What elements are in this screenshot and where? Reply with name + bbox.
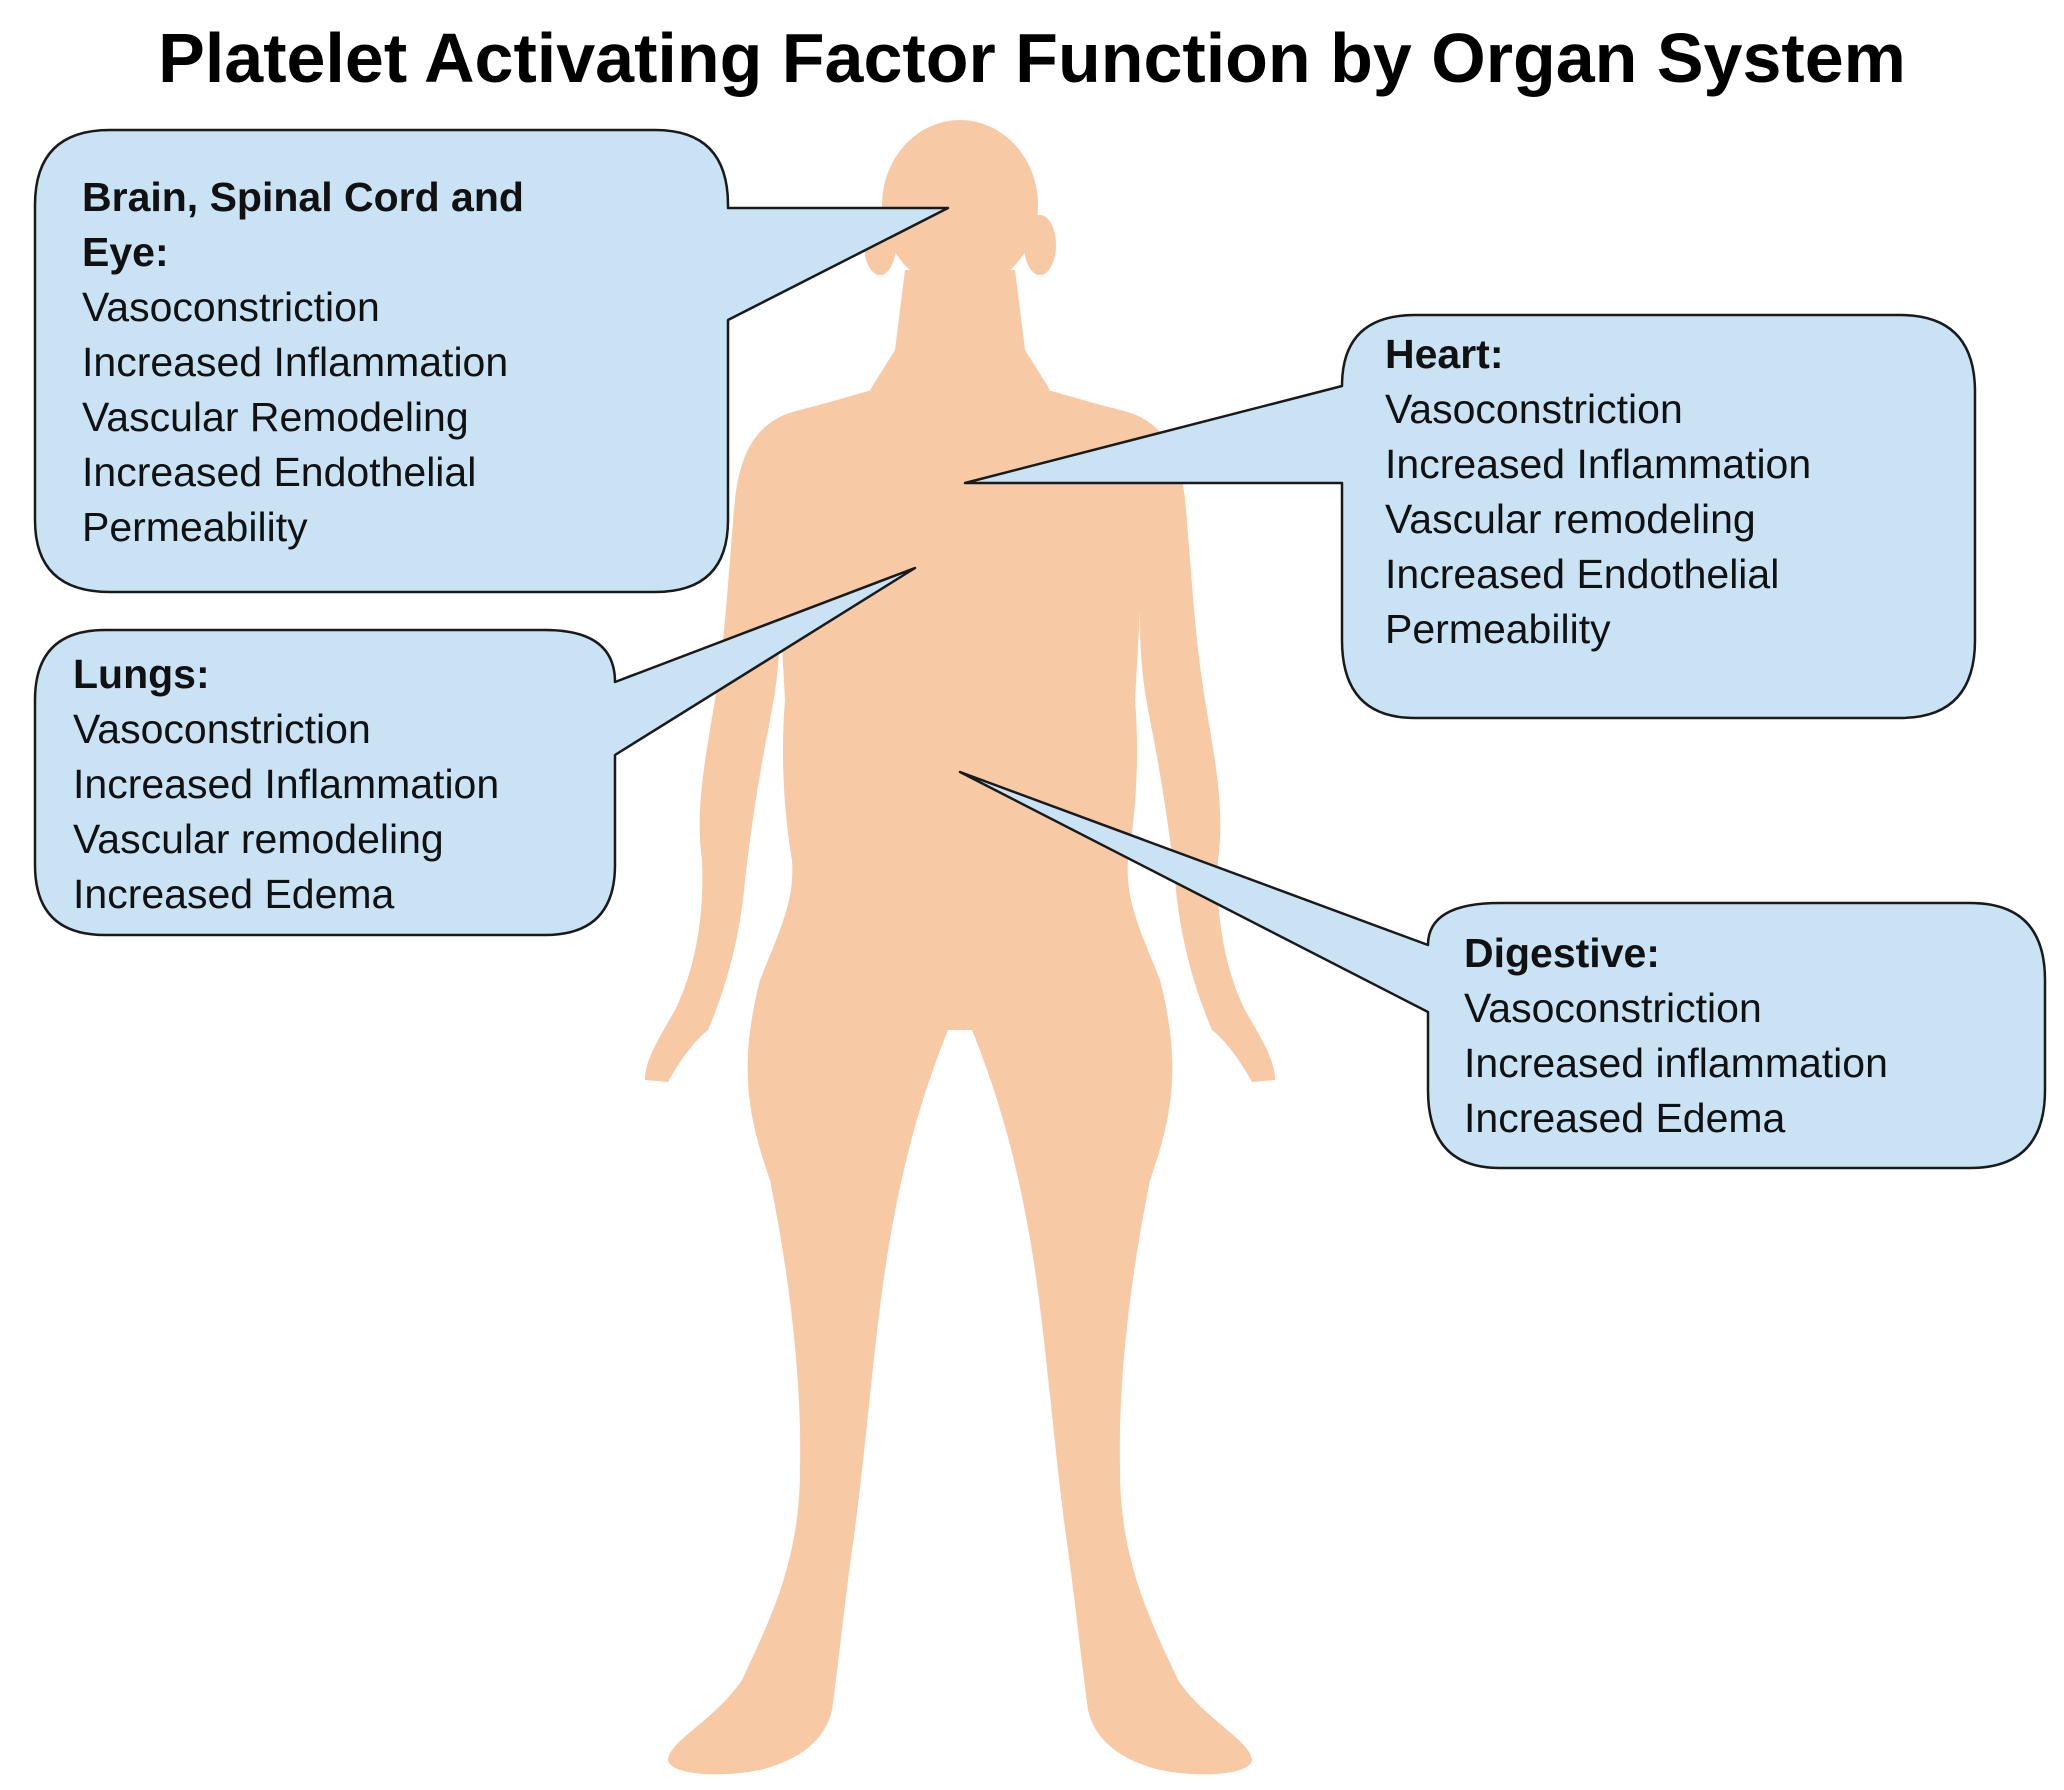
callout-brain: Brain, Spinal Cord and Eye: Vasoconstric…: [82, 170, 524, 555]
callout-item: Increased inflammation: [1464, 1040, 1888, 1086]
callout-item: Vasoconstriction: [1464, 985, 1762, 1031]
callout-heading: Brain, Spinal Cord and: [82, 174, 524, 220]
callout-item: Permeability: [82, 504, 308, 550]
callout-item: Vascular remodeling: [73, 816, 444, 862]
callout-item: Permeability: [1385, 606, 1611, 652]
callout-item: Vasoconstriction: [73, 706, 371, 752]
head-shape: [882, 120, 1038, 290]
callout-lungs: Lungs: Vasoconstriction Increased Inflam…: [73, 647, 499, 922]
torso-shape: [645, 375, 1275, 1775]
callout-digestive-shape: [958, 770, 2047, 1170]
callout-item: Vasoconstriction: [82, 284, 380, 330]
callout-item: Increased Endothelial: [1385, 551, 1780, 597]
callout-item: Increased Inflammation: [1385, 441, 1812, 487]
callout-brain-shape: [33, 128, 950, 594]
callout-item: Increased Inflammation: [82, 339, 509, 385]
callout-heart: Heart: Vasoconstriction Increased Inflam…: [1385, 327, 1811, 657]
callout-heading: Digestive:: [1464, 930, 1660, 976]
callout-item: Increased Endothelial: [82, 449, 477, 495]
human-body-silhouette: [645, 120, 1275, 1775]
callout-item: Increased Inflammation: [73, 761, 500, 807]
neck-shape: [870, 270, 1050, 390]
callout-heading: Lungs:: [73, 651, 210, 697]
right-ear-shape: [1024, 215, 1056, 275]
callout-item: Vascular remodeling: [1385, 496, 1756, 542]
callout-heart-shape: [963, 313, 1977, 720]
callout-item: Vascular Remodeling: [82, 394, 469, 440]
diagram-title: Platelet Activating Factor Function by O…: [158, 19, 1906, 97]
callout-lungs-shape: [33, 566, 917, 937]
callout-item: Vasoconstriction: [1385, 386, 1683, 432]
callout-heading: Eye:: [82, 229, 169, 275]
callout-item: Increased Edema: [1464, 1095, 1786, 1141]
callout-heading: Heart:: [1385, 331, 1504, 377]
callout-item: Increased Edema: [73, 871, 395, 917]
callout-digestive: Digestive: Vasoconstriction Increased in…: [1464, 926, 1888, 1146]
